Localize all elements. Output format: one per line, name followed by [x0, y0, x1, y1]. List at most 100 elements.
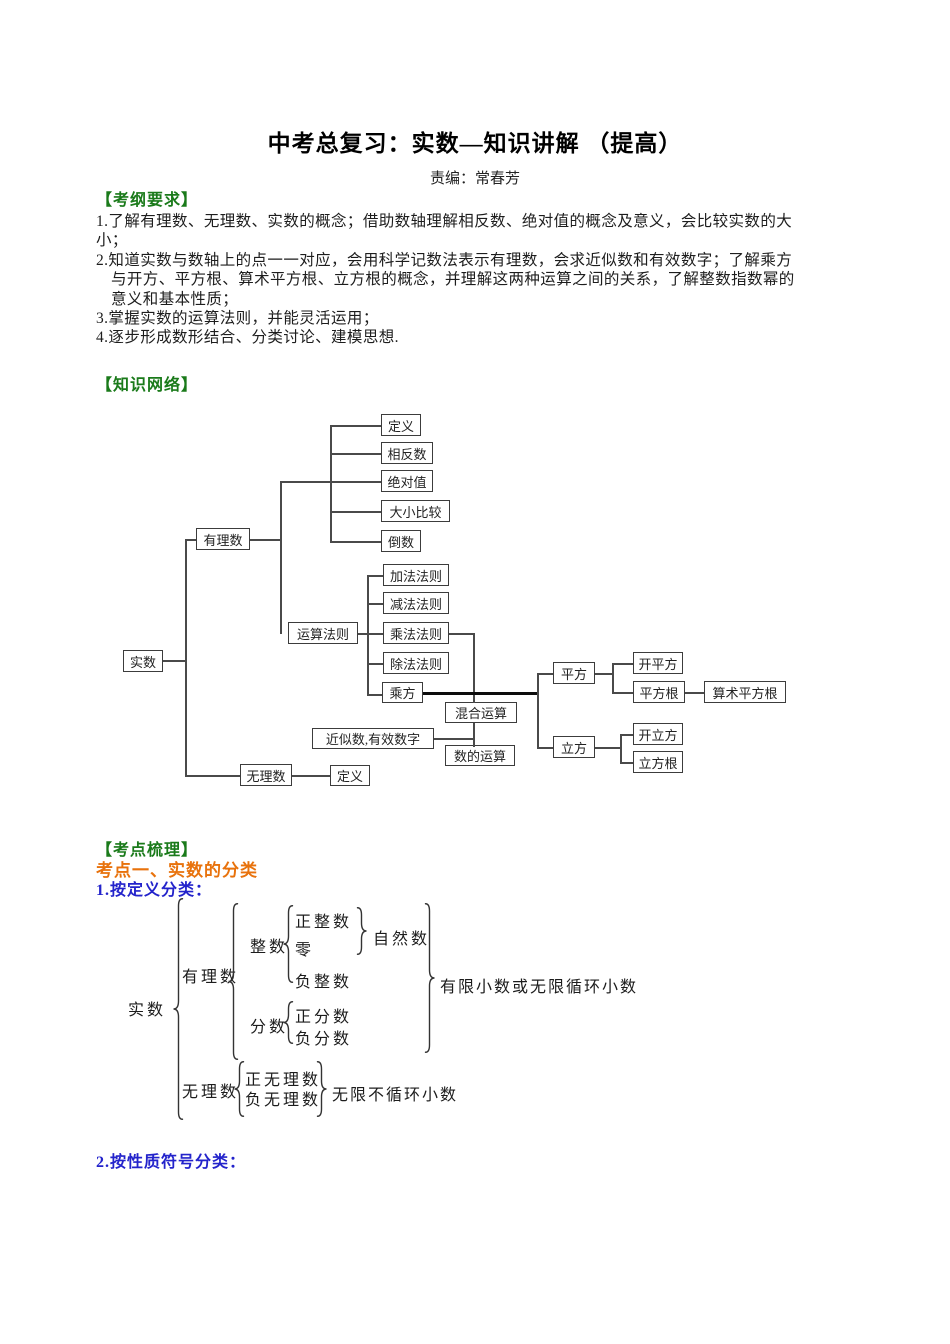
connector-line [620, 734, 633, 736]
class-label-positive-fraction: 正分数 [295, 1009, 353, 1026]
node-square-root: 平方根 [633, 681, 685, 703]
node-division-rule: 除法法则 [383, 652, 449, 674]
connector-line [595, 673, 612, 675]
classification-brace-figure: 实数 有理数 整数 正整数 零 自然数 负整数 分数 正分数 负分数 有限小数或… [118, 896, 698, 1136]
class-label-rational-note: 有限小数或无限循环小数 [440, 979, 639, 996]
connector-line [367, 603, 383, 605]
connector-line [473, 633, 475, 703]
outline-line: 3.掌握实数的运算法则，并能灵活运用； [96, 310, 379, 328]
node-number-operations: 数的运算 [445, 745, 515, 766]
brace-rational [227, 903, 240, 1060]
class-label-irrational-note: 无限不循环小数 [332, 1087, 459, 1104]
brace-rational-note [423, 903, 436, 1053]
node-square: 平方 [553, 662, 595, 684]
class-label-fraction: 分数 [250, 1019, 289, 1036]
connector-line [620, 762, 633, 764]
node-mixed-operations: 混合运算 [445, 702, 517, 723]
outline-line: 2.知道实数与数轴上的点一一对应，会用科学记数法表示有理数，会求近似数和有效数字… [96, 251, 793, 269]
outline-line: 4.逐步形成数形结合、分类讨论、建模思想. [96, 329, 399, 347]
node-power: 乘方 [382, 682, 423, 703]
node-multiplication-rule: 乘法法则 [383, 622, 449, 644]
class-label-zero: 零 [295, 942, 315, 959]
connector-line [330, 453, 381, 455]
node-absolute-value: 绝对值 [381, 470, 433, 492]
connector-line [685, 692, 704, 694]
outline-line: 1.了解有理数、无理数、实数的概念；借助数轴理解相反数、绝对值的概念及意义，会比… [96, 213, 793, 230]
node-reciprocal: 倒数 [381, 530, 421, 552]
topic-real-number-classification: 考点一、实数的分类 [96, 861, 258, 880]
connector-line [367, 663, 383, 665]
node-addition-rule: 加法法则 [383, 564, 449, 586]
brace-natural-numbers [355, 907, 368, 955]
node-irrational-numbers: 无理数 [240, 764, 292, 786]
connector-line [537, 673, 553, 675]
item-by-definition: 1.按定义分类： [96, 882, 213, 899]
connector-line [358, 633, 383, 635]
item-by-sign: 2.按性质符号分类： [96, 1154, 247, 1171]
connector-line [330, 425, 332, 542]
node-extract-cube-root: 开立方 [633, 723, 683, 745]
node-definition: 定义 [381, 414, 421, 436]
class-label-real-numbers: 实数 [128, 1002, 167, 1019]
connector-line [473, 723, 475, 747]
connector-line [367, 694, 382, 696]
brace-fraction [282, 1001, 295, 1044]
connector-line [537, 747, 553, 749]
node-approximate-and-significant-figures: 近似数,有效数字 [312, 728, 434, 749]
outline-line: 与开方、平方根、算术平方根、立方根的概念，并理解这两种运算之间的关系，了解整数指… [111, 271, 795, 289]
section-header-exam-outline: 【考纲要求】 [96, 192, 199, 209]
connector-line [612, 663, 633, 665]
exam-outline-text: 1.了解有理数、无理数、实数的概念；借助数轴理解相反数、绝对值的概念及意义，会比… [96, 212, 866, 348]
class-label-negative-fraction: 负分数 [295, 1031, 353, 1048]
brace-irrational-note [315, 1061, 328, 1117]
connector-line [330, 425, 381, 427]
class-label-rational: 有理数 [182, 969, 240, 986]
connector-line [595, 747, 620, 749]
class-label-negative-integer: 负整数 [295, 974, 353, 991]
class-label-natural-numbers: 自然数 [373, 931, 431, 948]
node-rational-numbers: 有理数 [196, 528, 250, 550]
connector-line [250, 539, 280, 541]
connector-line-bold [423, 692, 537, 695]
class-label-irrational: 无理数 [182, 1084, 240, 1101]
class-label-integer: 整数 [250, 939, 289, 956]
class-label-negative-irrational: 负无理数 [245, 1092, 322, 1109]
connector-line [330, 541, 381, 543]
connector-line [612, 692, 633, 694]
node-opposite-number: 相反数 [381, 442, 433, 464]
connector-line [620, 734, 622, 763]
brace-real-numbers [172, 898, 185, 1120]
section-header-key-points: 【考点梳理】 [96, 842, 199, 859]
outline-line: 意义和基本性质； [111, 290, 239, 308]
node-subtraction-rule: 减法法则 [383, 592, 449, 614]
connector-line [292, 775, 330, 777]
editor-byline: 责编：常春芳 [429, 171, 520, 187]
node-irrational-definition: 定义 [330, 765, 370, 786]
node-size-comparison: 大小比较 [381, 500, 450, 522]
connector-line [185, 539, 196, 541]
page-title: 中考总复习：实数—知识讲解 （提高） [267, 131, 683, 156]
connector-line [367, 575, 383, 577]
outline-line: 小； [96, 232, 128, 250]
brace-integer [282, 905, 295, 983]
class-label-positive-irrational: 正无理数 [245, 1072, 322, 1089]
node-cube-root: 立方根 [633, 751, 683, 773]
connector-line [280, 481, 282, 634]
connector-line [612, 663, 614, 693]
node-extract-square-root: 开平方 [633, 652, 683, 674]
connector-line [185, 539, 187, 776]
connector-line [163, 660, 185, 662]
section-header-knowledge-network: 【知识网络】 [96, 377, 199, 394]
connector-line [185, 775, 240, 777]
node-cube: 立方 [553, 736, 595, 758]
connector-line [449, 633, 473, 635]
connector-line [367, 575, 369, 695]
connector-line [537, 673, 539, 748]
connector-line [434, 738, 473, 740]
connector-line [330, 511, 381, 513]
node-arithmetic-square-root: 算术平方根 [704, 681, 786, 703]
brace-irrational [233, 1061, 246, 1117]
knowledge-network-diagram: 实数 有理数 定义 相反数 绝对值 大小比较 倒数 运算法则 加法法则 减法法则… [115, 408, 805, 793]
class-label-positive-integer: 正整数 [295, 914, 353, 931]
